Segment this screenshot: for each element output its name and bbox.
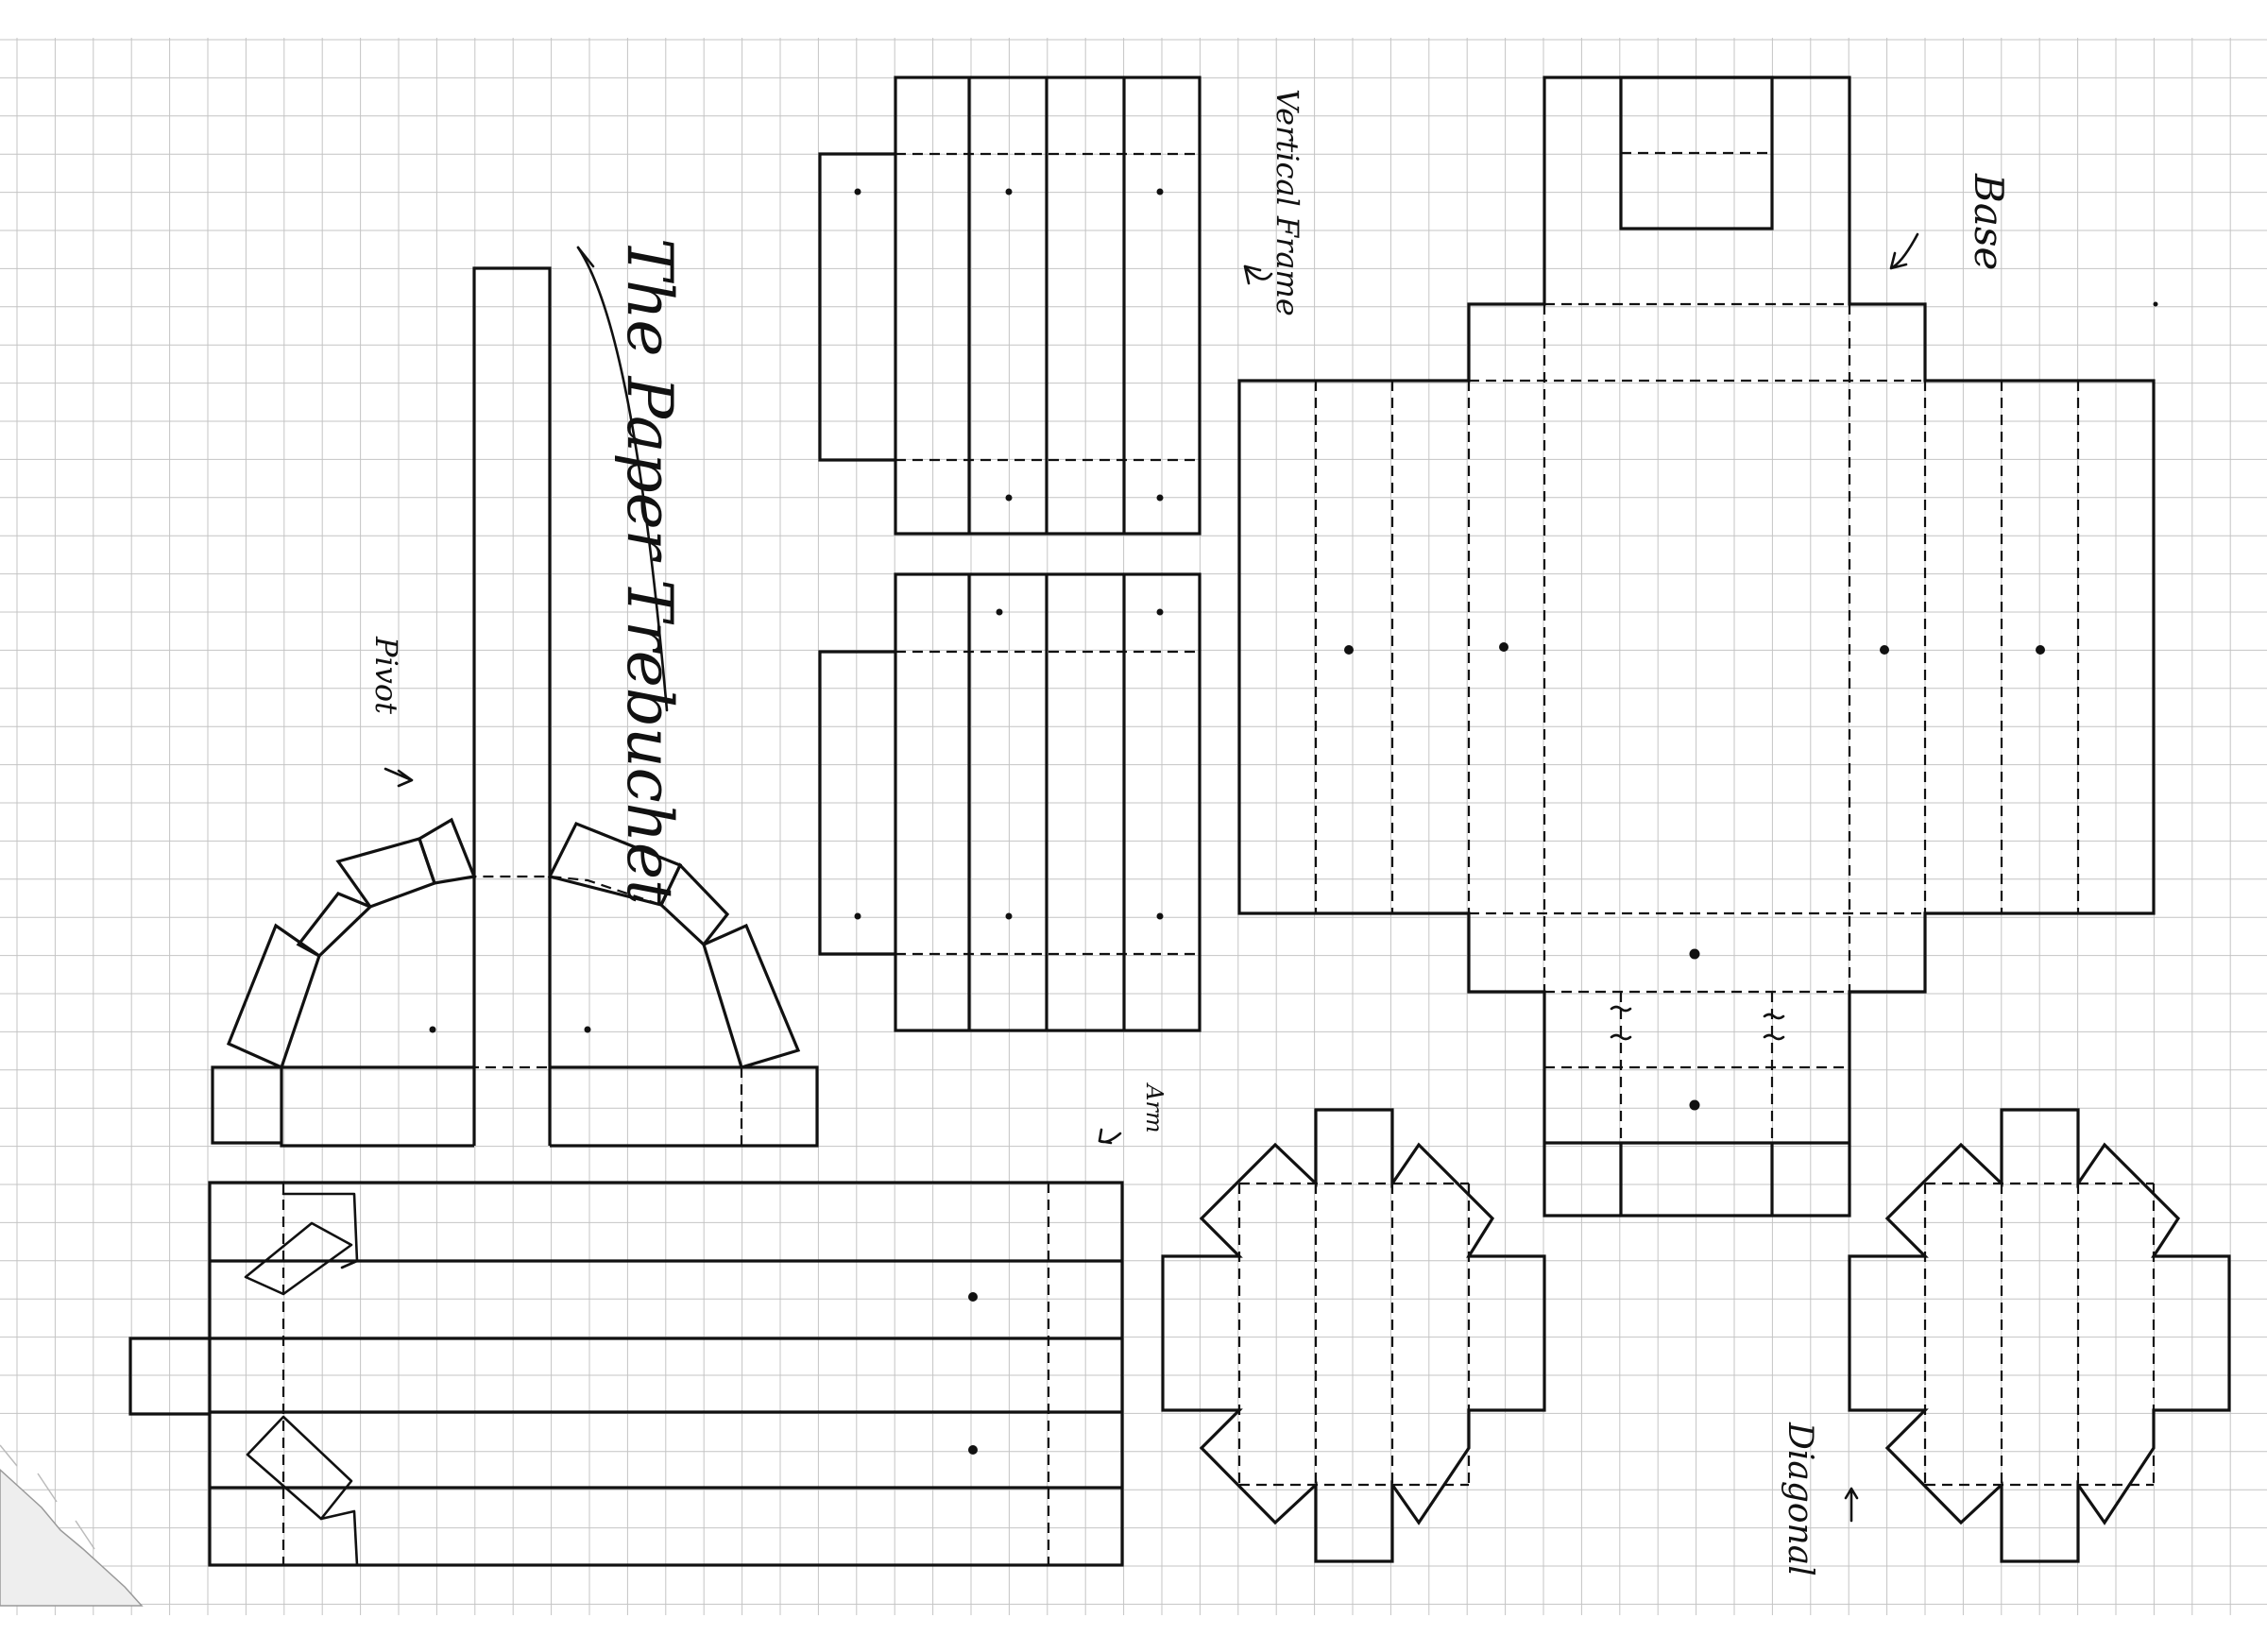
title-underline [576, 246, 669, 712]
diagonal-arrow [1844, 1487, 1859, 1523]
title-underline-stub [576, 246, 595, 268]
vertical-frame-arrow [1243, 264, 1273, 285]
pivot-label: Pivot [368, 637, 404, 714]
diagonal-piece-left [1161, 1108, 1546, 1563]
arm-piece [128, 1181, 1124, 1567]
torn-paper-corner [0, 1444, 144, 1607]
base-arrow [1889, 232, 1919, 270]
diagonal-piece-right [1848, 1108, 2231, 1563]
vertical-frame-piece-bottom [818, 572, 1202, 1032]
vertical-frame-piece-top [818, 76, 1202, 536]
pivot-arrow [384, 767, 414, 788]
handwritten-marks [384, 232, 1919, 1523]
graph-paper-grid [0, 38, 2267, 1615]
diagonal-label: Diagonal [1781, 1422, 1819, 1576]
pivot-piece [211, 266, 819, 1148]
arm-label: Arm [1141, 1084, 1168, 1133]
base-label: Base [1966, 174, 2012, 271]
vertical-frame-label: Vertical Frame [1270, 89, 1305, 316]
base-piece [1237, 76, 2158, 1218]
title-text: The Paper Trebuchet [613, 238, 686, 905]
arm-arrow [1098, 1128, 1122, 1145]
